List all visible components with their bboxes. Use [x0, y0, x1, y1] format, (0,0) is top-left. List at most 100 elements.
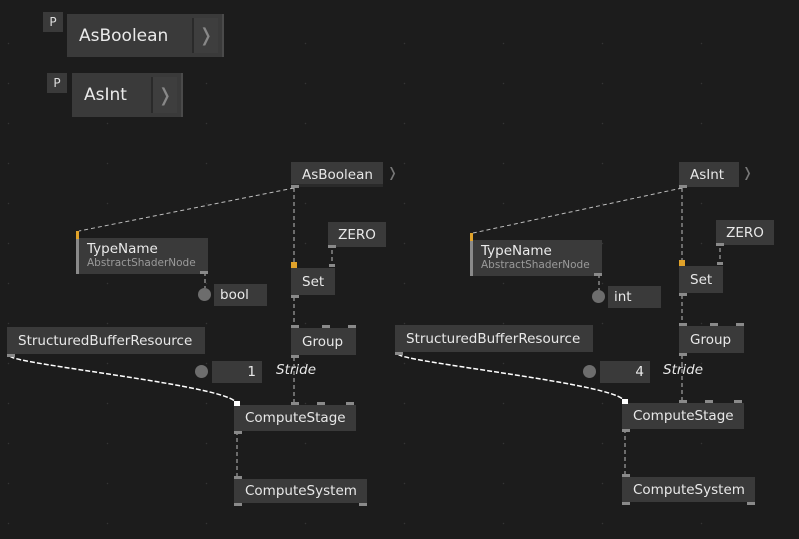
node-computesystem[interactable]: ComputeSystem	[622, 477, 755, 502]
stride-label: Stride	[663, 362, 704, 378]
output-pin[interactable]	[291, 185, 299, 188]
output-pin[interactable]	[622, 502, 630, 505]
output-pin[interactable]	[234, 431, 242, 434]
output-pin[interactable]	[395, 352, 403, 355]
node-asint[interactable]: AsInt	[679, 162, 739, 187]
input-value: bool	[220, 287, 249, 303]
input-pin[interactable]	[329, 264, 335, 267]
node-label: TypeName	[87, 241, 158, 257]
node-structuredbufferresource[interactable]: StructuredBufferResource	[395, 325, 593, 352]
node-category: AbstractShaderNode	[87, 257, 196, 269]
chevron-right-icon[interactable]: ❭	[151, 77, 177, 113]
node-label: Set	[302, 273, 325, 290]
node-asboolean[interactable]: AsBoolean	[291, 162, 383, 187]
pin-circle-icon[interactable]	[195, 365, 208, 378]
node-computestage[interactable]: ComputeStage	[234, 405, 356, 431]
input-pin[interactable]	[470, 233, 473, 241]
input-pin[interactable]	[470, 241, 473, 276]
input-value: int	[614, 289, 632, 305]
input-pin[interactable]	[76, 231, 79, 239]
input-pin[interactable]	[234, 401, 240, 406]
node-structuredbufferresource[interactable]: StructuredBufferResource	[7, 327, 205, 354]
output-pin[interactable]	[291, 355, 299, 358]
output-pin[interactable]	[679, 185, 687, 188]
input-pin[interactable]	[736, 323, 744, 326]
input-pin[interactable]	[291, 402, 299, 405]
input-int[interactable]: int	[608, 286, 661, 308]
node-label: StructuredBufferResource	[18, 332, 193, 349]
input-pin[interactable]	[322, 325, 330, 328]
chevron-right-icon[interactable]: ❭	[192, 18, 218, 53]
node-label: ComputeSystem	[633, 481, 745, 498]
node-label: Set	[690, 271, 713, 288]
input-pin[interactable]	[679, 400, 687, 403]
pin-circle-icon[interactable]	[198, 288, 211, 301]
input-pin[interactable]	[622, 399, 628, 404]
node-pin-bar	[291, 184, 383, 187]
input-value: 1	[247, 364, 256, 380]
input-pin[interactable]	[717, 262, 723, 265]
stride-label: Stride	[276, 362, 317, 378]
output-pin[interactable]	[328, 245, 336, 248]
node-group[interactable]: Group	[679, 326, 744, 353]
input-pin[interactable]	[317, 402, 325, 405]
node-label: AsInt	[690, 166, 725, 183]
input-pin[interactable]	[622, 474, 630, 477]
input-pin[interactable]	[346, 402, 354, 405]
input-pin[interactable]	[234, 476, 242, 479]
patch-badge: P	[43, 12, 63, 32]
output-pin[interactable]	[716, 243, 724, 246]
input-pin[interactable]	[679, 323, 687, 326]
input-pin[interactable]	[679, 260, 685, 266]
input-stride[interactable]: 1	[212, 361, 262, 383]
node-computesystem[interactable]: ComputeSystem	[234, 479, 367, 503]
output-pin[interactable]	[594, 273, 602, 276]
chevron-right-icon[interactable]: ❭	[742, 166, 753, 181]
node-label: ComputeSystem	[245, 483, 357, 499]
node-zero[interactable]: ZERO	[716, 220, 774, 245]
output-pin[interactable]	[200, 271, 208, 274]
output-pin[interactable]	[747, 502, 755, 505]
input-pin[interactable]	[705, 400, 713, 403]
output-pin[interactable]	[679, 353, 687, 356]
output-pin[interactable]	[234, 503, 242, 506]
input-value: 4	[635, 364, 644, 380]
output-pin[interactable]	[622, 429, 630, 432]
node-typename[interactable]: TypeName AbstractShaderNode	[470, 240, 602, 276]
node-computestage[interactable]: ComputeStage	[622, 403, 744, 429]
patch-asboolean[interactable]: AsBoolean ❭	[67, 14, 224, 57]
node-label: ZERO	[726, 224, 764, 241]
node-label: ComputeStage	[245, 410, 346, 426]
input-pin[interactable]	[348, 325, 356, 328]
node-label: AsBoolean	[302, 166, 373, 183]
patch-label: AsInt	[84, 85, 127, 105]
node-label: ComputeStage	[633, 408, 734, 424]
pin-circle-icon[interactable]	[592, 290, 605, 303]
patch-badge: P	[47, 73, 67, 93]
node-label: ZERO	[338, 226, 376, 243]
input-pin[interactable]	[76, 239, 79, 274]
output-pin[interactable]	[359, 503, 367, 506]
output-pin[interactable]	[7, 354, 15, 357]
chevron-right-icon[interactable]: ❭	[387, 166, 398, 181]
node-label: Group	[302, 333, 344, 350]
input-pin[interactable]	[710, 323, 718, 326]
patch-label: AsBoolean	[79, 25, 169, 46]
node-typename[interactable]: TypeName AbstractShaderNode	[76, 238, 208, 274]
input-pin[interactable]	[291, 262, 297, 268]
input-bool[interactable]: bool	[214, 284, 267, 306]
patch-asint[interactable]: AsInt ❭	[72, 73, 183, 117]
node-label: Group	[690, 331, 732, 348]
output-pin[interactable]	[291, 295, 299, 298]
node-set[interactable]: Set	[291, 268, 335, 295]
input-stride[interactable]: 4	[600, 361, 650, 383]
node-zero[interactable]: ZERO	[328, 222, 386, 247]
input-pin[interactable]	[734, 400, 742, 403]
node-label: StructuredBufferResource	[406, 330, 581, 347]
output-pin[interactable]	[679, 293, 687, 296]
pin-circle-icon[interactable]	[583, 365, 596, 378]
node-group[interactable]: Group	[291, 328, 356, 355]
node-set[interactable]: Set	[679, 266, 723, 293]
input-pin[interactable]	[291, 325, 299, 328]
